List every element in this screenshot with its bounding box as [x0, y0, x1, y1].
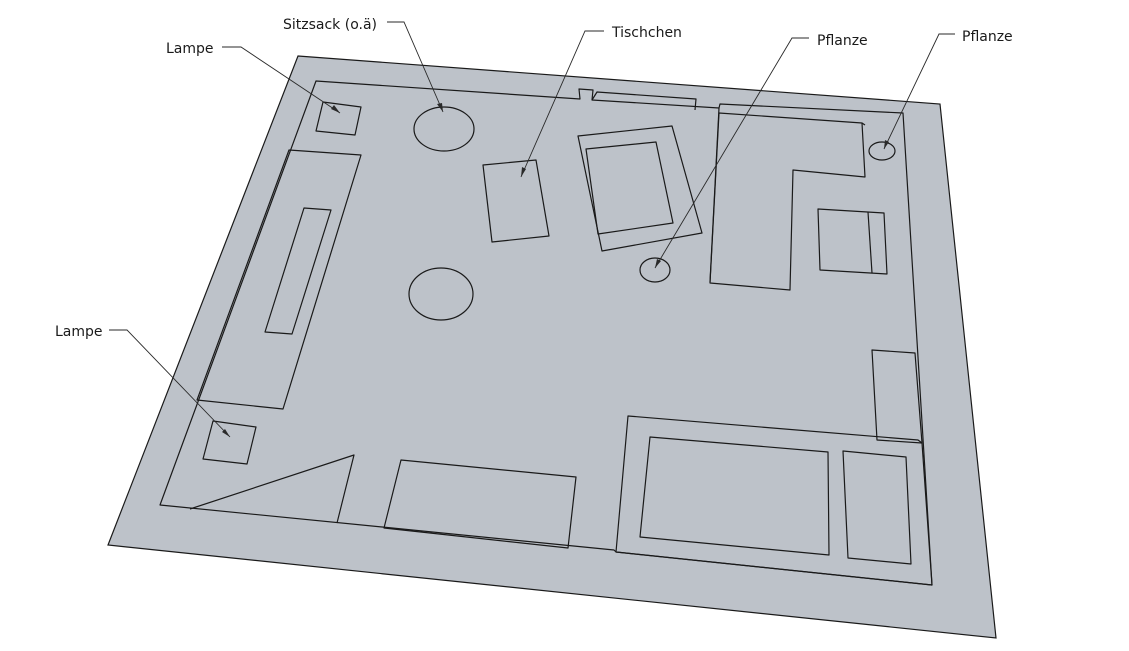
- bed-nightstand: [842, 450, 912, 565]
- label-lampe-left: Lampe: [55, 324, 103, 340]
- bed-frame: [615, 415, 933, 586]
- armchair-seat: [585, 141, 674, 235]
- annotation-pflanze-right: Pflanze: [883, 29, 1013, 150]
- sideboard-inset: [264, 207, 332, 335]
- label-pflanze-right: Pflanze: [962, 29, 1013, 45]
- sitzsack-lower: [408, 267, 474, 321]
- sideboard-left: [196, 149, 362, 410]
- side-cabinet-divider: [867, 211, 873, 274]
- label-sitzsack: Sitzsack (o.ä): [283, 17, 377, 33]
- label-lampe-top: Lampe: [166, 41, 214, 57]
- floor-slab: [107, 55, 997, 639]
- annotation-lampe-top: Lampe: [166, 41, 341, 114]
- annotation-sitzsack: Sitzsack (o.ä): [283, 17, 444, 113]
- lamp-bottom: [202, 420, 257, 465]
- wall-niche-top: [591, 91, 697, 111]
- armchair-frame: [577, 125, 703, 252]
- sitzsack-top: [413, 106, 475, 152]
- corner-triangle: [189, 454, 355, 524]
- label-pflanze-center: Pflanze: [817, 33, 868, 49]
- tischchen: [482, 159, 550, 243]
- plant-right: [868, 141, 896, 161]
- room-outline: [159, 80, 933, 586]
- plant-center: [639, 257, 671, 283]
- annotation-pflanze-center: Pflanze: [654, 33, 868, 269]
- corner-desk-notch: [861, 122, 866, 126]
- label-tischchen: Tischchen: [611, 25, 682, 41]
- bed-mattress: [639, 436, 830, 556]
- side-cabinet: [817, 208, 888, 275]
- annotation-tischchen: Tischchen: [520, 25, 682, 178]
- desk-bottom: [383, 459, 577, 549]
- lamp-top: [315, 101, 362, 136]
- annotation-lampe-left: Lampe: [55, 324, 231, 438]
